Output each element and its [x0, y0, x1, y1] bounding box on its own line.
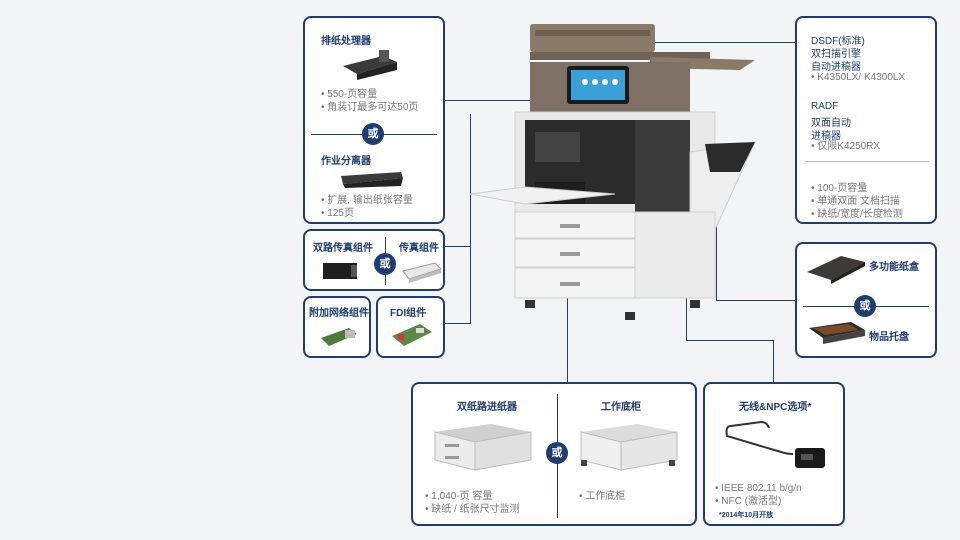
dsdf-subtitle: 自动进稿器	[811, 62, 861, 73]
or-badge: 或	[854, 295, 876, 317]
network-card-icon	[321, 328, 357, 346]
dual-fax-title: 双路传真组件	[313, 243, 373, 254]
fax-option-box: 双路传真组件 传真组件 或	[303, 229, 445, 291]
fdi-option-box: FDI组件	[376, 296, 445, 358]
connector-finisher	[444, 100, 574, 101]
multi-function-tray-icon	[807, 256, 865, 284]
feeder-bullet: • 缺纸 / 纸张尺寸监测	[425, 504, 520, 515]
finisher-icon	[343, 50, 397, 80]
multi-function-tray-title: 多功能纸盒	[869, 262, 919, 273]
fax-kit-icon	[402, 262, 442, 283]
connector-wireless-v	[773, 340, 774, 382]
connector-wireless-h	[686, 340, 774, 341]
feeder-option-box: 双纸路进纸器 工作底柜 或 • 1,040-页 容量 • 缺纸 / 纸张尺寸监测…	[411, 382, 697, 526]
tray-option-box: 多功能纸盒 或 物品托盘	[795, 242, 937, 358]
or-badge: 或	[362, 123, 384, 145]
network-option-box: 附加网络组件	[303, 296, 371, 358]
doc-feeder-option-box: DSDF(标准) 双扫描引擎 自动进稿器 • K4350LX/ K4300LX …	[795, 16, 937, 224]
dual-cassette-feeder-icon	[434, 424, 532, 471]
printer-illustration	[469, 24, 756, 320]
item-tray-icon	[809, 322, 865, 344]
job-separator-bullet: • 扩展, 输出纸张容量	[321, 195, 413, 206]
connector-tray-h	[716, 300, 796, 301]
wireless-option-box: 无线&NPC选项* • IEEE 802.11 b/g/n • NFC (激活型…	[703, 382, 845, 526]
work-cabinet-icon	[580, 424, 678, 471]
finisher-bullet: • 550-页容量	[321, 89, 378, 100]
doc-feeder-bullet: • 缺纸/宽度/长度检测	[811, 209, 903, 220]
fdi-board-icon	[392, 324, 432, 346]
connector-feeder	[567, 285, 568, 383]
feeder-bullet: • 1,040-页 容量	[425, 491, 493, 502]
job-separator-icon	[341, 172, 403, 188]
finisher-option-box: 排纸处理器 • 550-页容量 • 角装订最多可达50页 或 作业分离器 • 扩…	[303, 16, 445, 224]
section-divider	[805, 161, 929, 162]
radf-subtitle: 进稿器	[811, 131, 841, 142]
wireless-nfc-title: 无线&NPC选项*	[739, 402, 812, 413]
wireless-kit-icon	[725, 420, 825, 468]
or-badge: 或	[546, 442, 568, 464]
job-separator-title: 作业分离器	[321, 156, 371, 167]
dsdf-bullet: • K4350LX/ K4300LX	[811, 72, 906, 83]
radf-subtitle: 双面自动	[811, 118, 851, 129]
doc-feeder-bullet: • 100-页容量	[811, 183, 868, 194]
connector-dsdf	[575, 42, 795, 43]
network-kit-title: 附加网络组件	[309, 308, 369, 319]
wireless-bullet: • NFC (激活型)	[715, 496, 782, 507]
radf-bullet: • 仅限K4250RX	[811, 141, 881, 152]
dsdf-subtitle: 双扫描引擎	[811, 49, 861, 60]
work-cabinet-title: 工作底柜	[601, 402, 641, 413]
connector-fdi	[444, 323, 471, 324]
doc-feeder-bullet: • 单通双面 文档扫描	[811, 196, 901, 207]
finisher-bullet: • 角装订最多可达50页	[321, 102, 419, 113]
or-badge: 或	[374, 253, 396, 275]
connector-fax	[445, 246, 471, 247]
dsdf-title: DSDF(标准)	[811, 36, 865, 47]
radf-title: RADF	[811, 101, 839, 112]
dual-cassette-feeder-title: 双纸路进纸器	[457, 402, 517, 413]
connector-finisher-b	[470, 114, 471, 324]
job-separator-bullet: • 125页	[321, 208, 354, 219]
cabinet-bullet: • 工作底柜	[579, 491, 626, 502]
item-tray-title: 物品托盘	[869, 332, 909, 343]
finisher-title: 排纸处理器	[321, 36, 371, 47]
dual-fax-icon	[323, 263, 357, 279]
wireless-bullet: • IEEE 802.11 b/g/n	[715, 483, 802, 494]
fdi-kit-title: FDI组件	[390, 308, 427, 319]
fax-kit-title: 传真组件	[399, 243, 439, 254]
availability-note: *2014年10月开放	[719, 512, 774, 519]
